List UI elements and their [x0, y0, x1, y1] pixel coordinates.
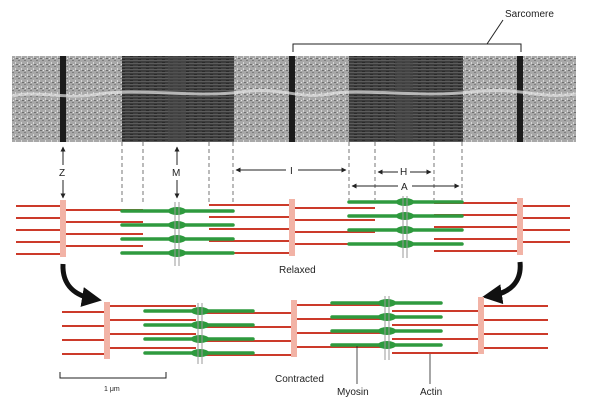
h-label: H	[400, 167, 407, 178]
actin-label: Actin	[420, 387, 442, 398]
z-label: Z	[59, 168, 65, 179]
z-disc-relaxed-2	[289, 199, 295, 256]
sarcomere-label: Sarcomere	[505, 9, 554, 20]
scale-bar: 1 μm	[59, 372, 167, 393]
contracted-schematic	[62, 296, 548, 364]
guide-lines	[121, 142, 463, 205]
contracted-label: Contracted	[275, 374, 324, 385]
m-line-relaxed-right	[402, 196, 408, 258]
m-label: M	[172, 168, 180, 179]
z-marker: Z	[59, 146, 66, 199]
m-line-relaxed-left	[174, 202, 180, 266]
z-disc-relaxed-1	[60, 200, 66, 257]
sarcomere-bracket: Sarcomere	[292, 9, 554, 52]
z-line-photo-1	[60, 56, 66, 142]
z-line-photo-3	[517, 56, 523, 142]
a-band-marker: A	[351, 182, 460, 193]
m-line-contracted-left	[197, 303, 203, 364]
z-disc-relaxed-3	[517, 198, 523, 255]
relaxed-label: Relaxed	[279, 265, 316, 276]
curved-arrow-icon	[482, 261, 523, 305]
z-line-photo-2	[289, 56, 295, 142]
curved-arrow-icon	[60, 263, 102, 307]
actin-filaments-contracted	[62, 304, 548, 356]
z-disc-contracted-3	[478, 297, 484, 354]
z-disc-contracted-2	[291, 300, 297, 357]
micrograph	[11, 56, 577, 142]
m-marker: M	[172, 146, 180, 199]
myosin-label: Myosin	[337, 387, 369, 398]
myosin-filaments-contracted-left	[143, 309, 255, 355]
relaxed-schematic	[16, 196, 570, 266]
h-zone-marker: H	[377, 167, 432, 178]
m-line-contracted-right	[384, 296, 390, 360]
i-band-marker: I	[235, 166, 347, 177]
i-label: I	[290, 166, 293, 177]
scale-label: 1 μm	[104, 386, 120, 393]
z-disc-contracted-1	[104, 302, 110, 359]
a-label: A	[401, 182, 408, 193]
